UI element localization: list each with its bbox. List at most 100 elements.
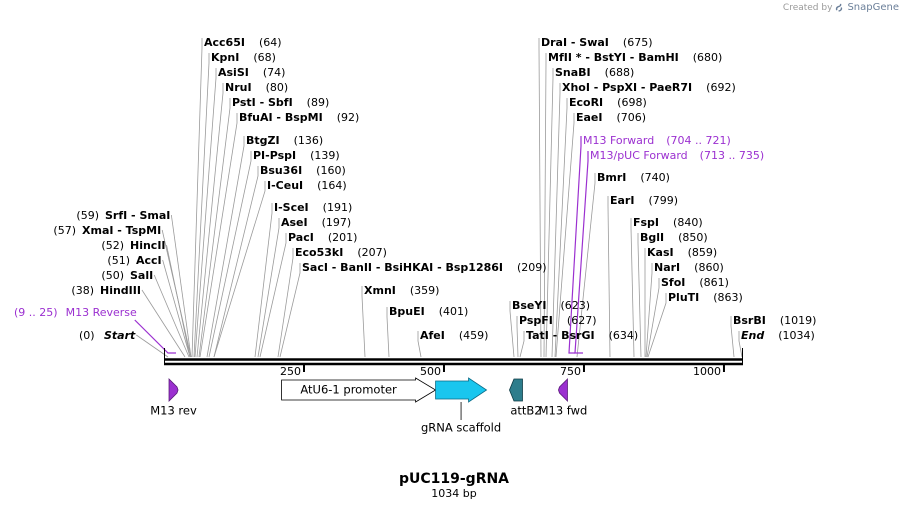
leader-line: [538, 38, 542, 358]
leader-line: [607, 196, 611, 358]
site-name: KasI: [647, 246, 674, 259]
primer-m13-forward[interactable]: M13 Forward(704 .. 721): [583, 134, 731, 147]
attb2-arrow: [509, 378, 523, 402]
site-afei[interactable]: AfeI(459): [420, 329, 488, 342]
site-bsrbi[interactable]: BsrBI(1019): [733, 314, 816, 327]
site-position: (860): [694, 261, 724, 274]
site-acc65i[interactable]: Acc65I(64): [204, 36, 282, 49]
site-eaei[interactable]: EaeI(706): [576, 111, 646, 124]
leader-line: [199, 113, 238, 358]
site-psti-sbfi[interactable]: PstI - SbfI(89): [232, 96, 329, 109]
leader-line: [543, 53, 547, 358]
site-kpni[interactable]: KpnI(68): [211, 51, 276, 64]
site-position: (92): [337, 111, 360, 124]
site-position: (623): [560, 299, 590, 312]
leader-line: [279, 263, 301, 358]
site-fspi[interactable]: FspI(840): [633, 216, 703, 229]
site-position: (1019): [780, 314, 817, 327]
site-position: (74): [263, 66, 286, 79]
site-position: (160): [316, 164, 346, 177]
site-mfii-bstyi-bamhi[interactable]: MfII * - BstYI - BamHI(680): [548, 51, 722, 64]
site-asisi[interactable]: AsiSI(74): [218, 66, 285, 79]
site-nrui[interactable]: NruI(80): [225, 81, 288, 94]
primer-name: M13/pUC Forward: [590, 149, 688, 162]
site-hindiii[interactable]: HindIII(38): [71, 284, 141, 297]
primer-m13-puc-forward[interactable]: M13/pUC Forward(713 .. 735): [590, 149, 764, 162]
leader-line: [257, 218, 280, 358]
site-xmni[interactable]: XmnI(359): [364, 284, 439, 297]
leader-line: [193, 53, 210, 358]
site-name: PI-PspI: [253, 149, 296, 162]
feature-m13-fwd[interactable]: M13 fwd: [539, 378, 588, 418]
site-position: (675): [623, 36, 653, 49]
site-paci[interactable]: PacI(201): [288, 231, 357, 244]
site-leader-lines: [134, 38, 743, 358]
site-bseyi[interactable]: BseYI(623): [512, 299, 590, 312]
site-pi-pspi[interactable]: PI-PspI(139): [253, 149, 340, 162]
site-i-ceui[interactable]: I-CeuI(164): [267, 179, 347, 192]
leader-line: [141, 289, 186, 358]
site-eari[interactable]: EarI(799): [610, 194, 678, 207]
site-xhoi-pspxi-paer7i[interactable]: XhoI - PspXI - PaeR7I(692): [562, 81, 736, 94]
site-position: (51): [107, 254, 130, 267]
credit-prefix: Created by: [782, 2, 833, 13]
snapgene-credit: Created by SnapGene: [783, 2, 899, 13]
site-bpuei[interactable]: BpuEI(401): [389, 305, 468, 318]
site-position: (52): [101, 239, 124, 252]
site-name: XhoI - PspXI - PaeR7I: [562, 81, 692, 94]
site-eco53ki[interactable]: Eco53kI(207): [295, 246, 387, 259]
site-pluti[interactable]: PluTI(863): [668, 291, 743, 304]
site-position: (50): [101, 269, 124, 282]
site-end[interactable]: End(1034): [741, 329, 815, 342]
leader-line: [647, 293, 667, 358]
site-acci[interactable]: AccI(51): [107, 254, 161, 267]
site-position: (698): [617, 96, 647, 109]
site-name: AfeI: [420, 329, 445, 342]
site-bgli[interactable]: BglI(850): [640, 231, 708, 244]
feature-atu6-1-promoter[interactable]: AtU6-1 promoter: [281, 377, 437, 403]
site-position: (89): [307, 96, 330, 109]
site-name: SacI - BanII - BsiHKAI - Bsp1286I: [302, 261, 503, 274]
site-xmai-tspmi[interactable]: XmaI - TspMI(57): [53, 224, 161, 237]
leader-line: [208, 151, 252, 358]
primer-name: M13 Forward: [583, 134, 654, 147]
site-saci-banii-bsihkai-bsp1286i[interactable]: SacI - BanII - BsiHKAI - Bsp1286I(209): [302, 261, 547, 274]
site-name: Start: [104, 329, 136, 342]
site-name: SnaBI: [555, 66, 591, 79]
leader-line: [170, 214, 192, 358]
site-ecori[interactable]: EcoRI(698): [569, 96, 647, 109]
site-hincii[interactable]: HincII(52): [101, 239, 165, 252]
site-name: DraI - SwaI: [541, 36, 609, 49]
site-name: MfII * - BstYI - BamHI: [548, 51, 679, 64]
site-srfi-smai[interactable]: SrfI - SmaI(59): [76, 209, 170, 222]
site-bmri[interactable]: BmrI(740): [597, 171, 670, 184]
site-name: BmrI: [597, 171, 626, 184]
feature-m13-rev[interactable]: M13 rev: [150, 378, 197, 418]
site-bfuai-bspmi[interactable]: BfuAI - BspMI(92): [239, 111, 359, 124]
site-btgzi[interactable]: BtgZI(136): [246, 134, 323, 147]
site-drai-swai[interactable]: DraI - SwaI (675): [541, 36, 653, 49]
tick-label: 1000: [693, 365, 721, 378]
site-start[interactable]: Start(0): [79, 329, 136, 342]
site-asei[interactable]: AseI(197): [281, 216, 351, 229]
feature-attb2[interactable]: attB2: [509, 378, 542, 418]
site-sali[interactable]: SalI(50): [101, 269, 153, 282]
feature-label: attB2: [510, 404, 541, 418]
feature-grna-scaffold[interactable]: gRNA scaffold: [421, 377, 501, 435]
site-kasi[interactable]: KasI(859): [647, 246, 717, 259]
site-snabi[interactable]: SnaBI(688): [555, 66, 634, 79]
site-bsu36i[interactable]: Bsu36I(160): [260, 164, 346, 177]
site-position: (840): [673, 216, 703, 229]
feature-label: gRNA scaffold: [421, 421, 501, 435]
site-position: (861): [699, 276, 729, 289]
site-i-scei[interactable]: I-SceI(191): [274, 201, 352, 214]
site-nari[interactable]: NarI(860): [654, 261, 724, 274]
site-pspfi[interactable]: PspFI(627): [519, 314, 597, 327]
site-name: PluTI: [668, 291, 699, 304]
primer-leader: [574, 151, 589, 354]
primer-name: M13 Reverse: [66, 306, 137, 319]
site-sfoi[interactable]: SfoI(861): [661, 276, 729, 289]
primer-m13-reverse[interactable]: (9 .. 25)M13 Reverse: [14, 306, 137, 319]
leader-line: [417, 331, 422, 358]
site-tati-bsrgi[interactable]: TatI - BsrGI(634): [526, 329, 638, 342]
